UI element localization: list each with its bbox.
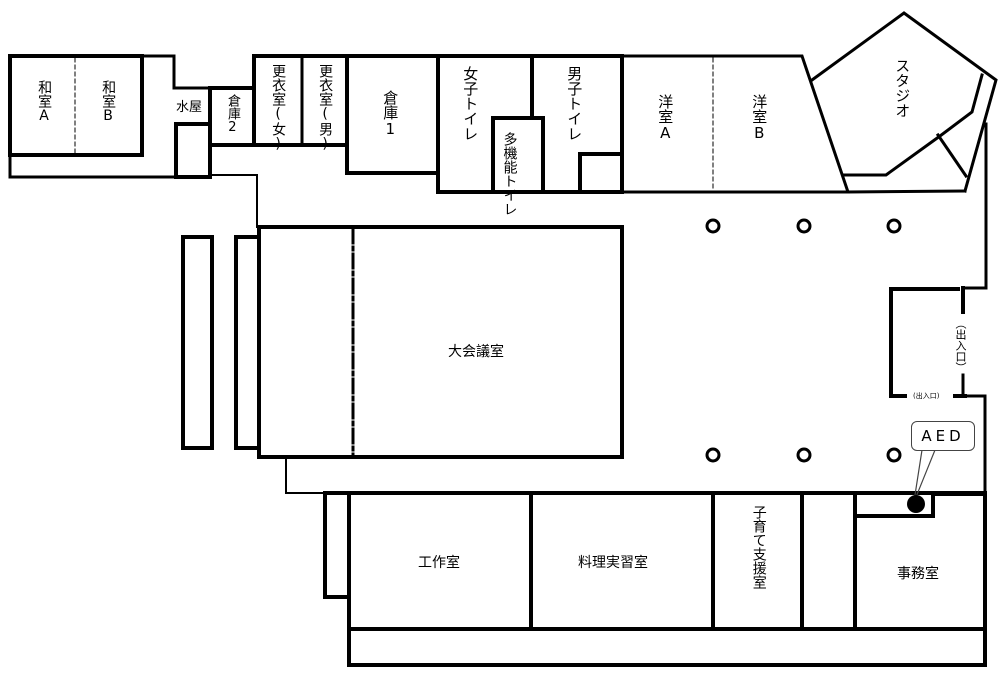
entrance-east-label[interactable]: （出入口） bbox=[954, 318, 967, 373]
column bbox=[886, 218, 902, 234]
column bbox=[796, 447, 812, 463]
room-jimushitsu: 事務室 bbox=[897, 566, 939, 582]
room-takinou-toilet: 多機能トイレ bbox=[501, 132, 518, 216]
washitsu-walls bbox=[8, 54, 144, 157]
column bbox=[886, 447, 902, 463]
room-studio: スタジオ bbox=[893, 58, 912, 118]
column bbox=[705, 218, 721, 234]
column bbox=[705, 447, 721, 463]
entrance-south-label[interactable]: (出入口) bbox=[913, 392, 940, 400]
column bbox=[796, 218, 812, 234]
room-ryouri-jisshuushitsu: 料理実習室 bbox=[578, 555, 648, 571]
room-kousakushitsu: 工作室 bbox=[418, 555, 460, 571]
aed-marker-icon bbox=[907, 495, 925, 513]
room-youshitsu-a: 洋室A bbox=[656, 94, 675, 142]
room-washitsu-a: 和室A bbox=[36, 80, 53, 124]
dai-kaigishitsu-walls bbox=[257, 225, 624, 459]
room-danshi-toilet: 男子トイレ bbox=[565, 66, 584, 141]
room-kouishitsu-otoko: 更衣室(男) bbox=[317, 64, 334, 152]
room-kouishitsu-onna: 更衣室(女) bbox=[270, 64, 287, 152]
room-souko-2: 倉庫2 bbox=[224, 94, 240, 135]
room-mizuya: 水屋 bbox=[176, 100, 203, 115]
room-washitsu-b: 和室B bbox=[100, 80, 117, 124]
room-joshi-toilet: 女子トイレ bbox=[461, 66, 480, 141]
room-kosodate-shienshitsu: 子育て支援室 bbox=[750, 505, 767, 589]
aed-label: AED bbox=[911, 421, 975, 451]
room-youshitsu-b: 洋室B bbox=[750, 94, 769, 142]
room-souko-1: 倉庫1 bbox=[381, 90, 400, 138]
room-dai-kaigishitsu: 大会議室 bbox=[448, 344, 504, 360]
